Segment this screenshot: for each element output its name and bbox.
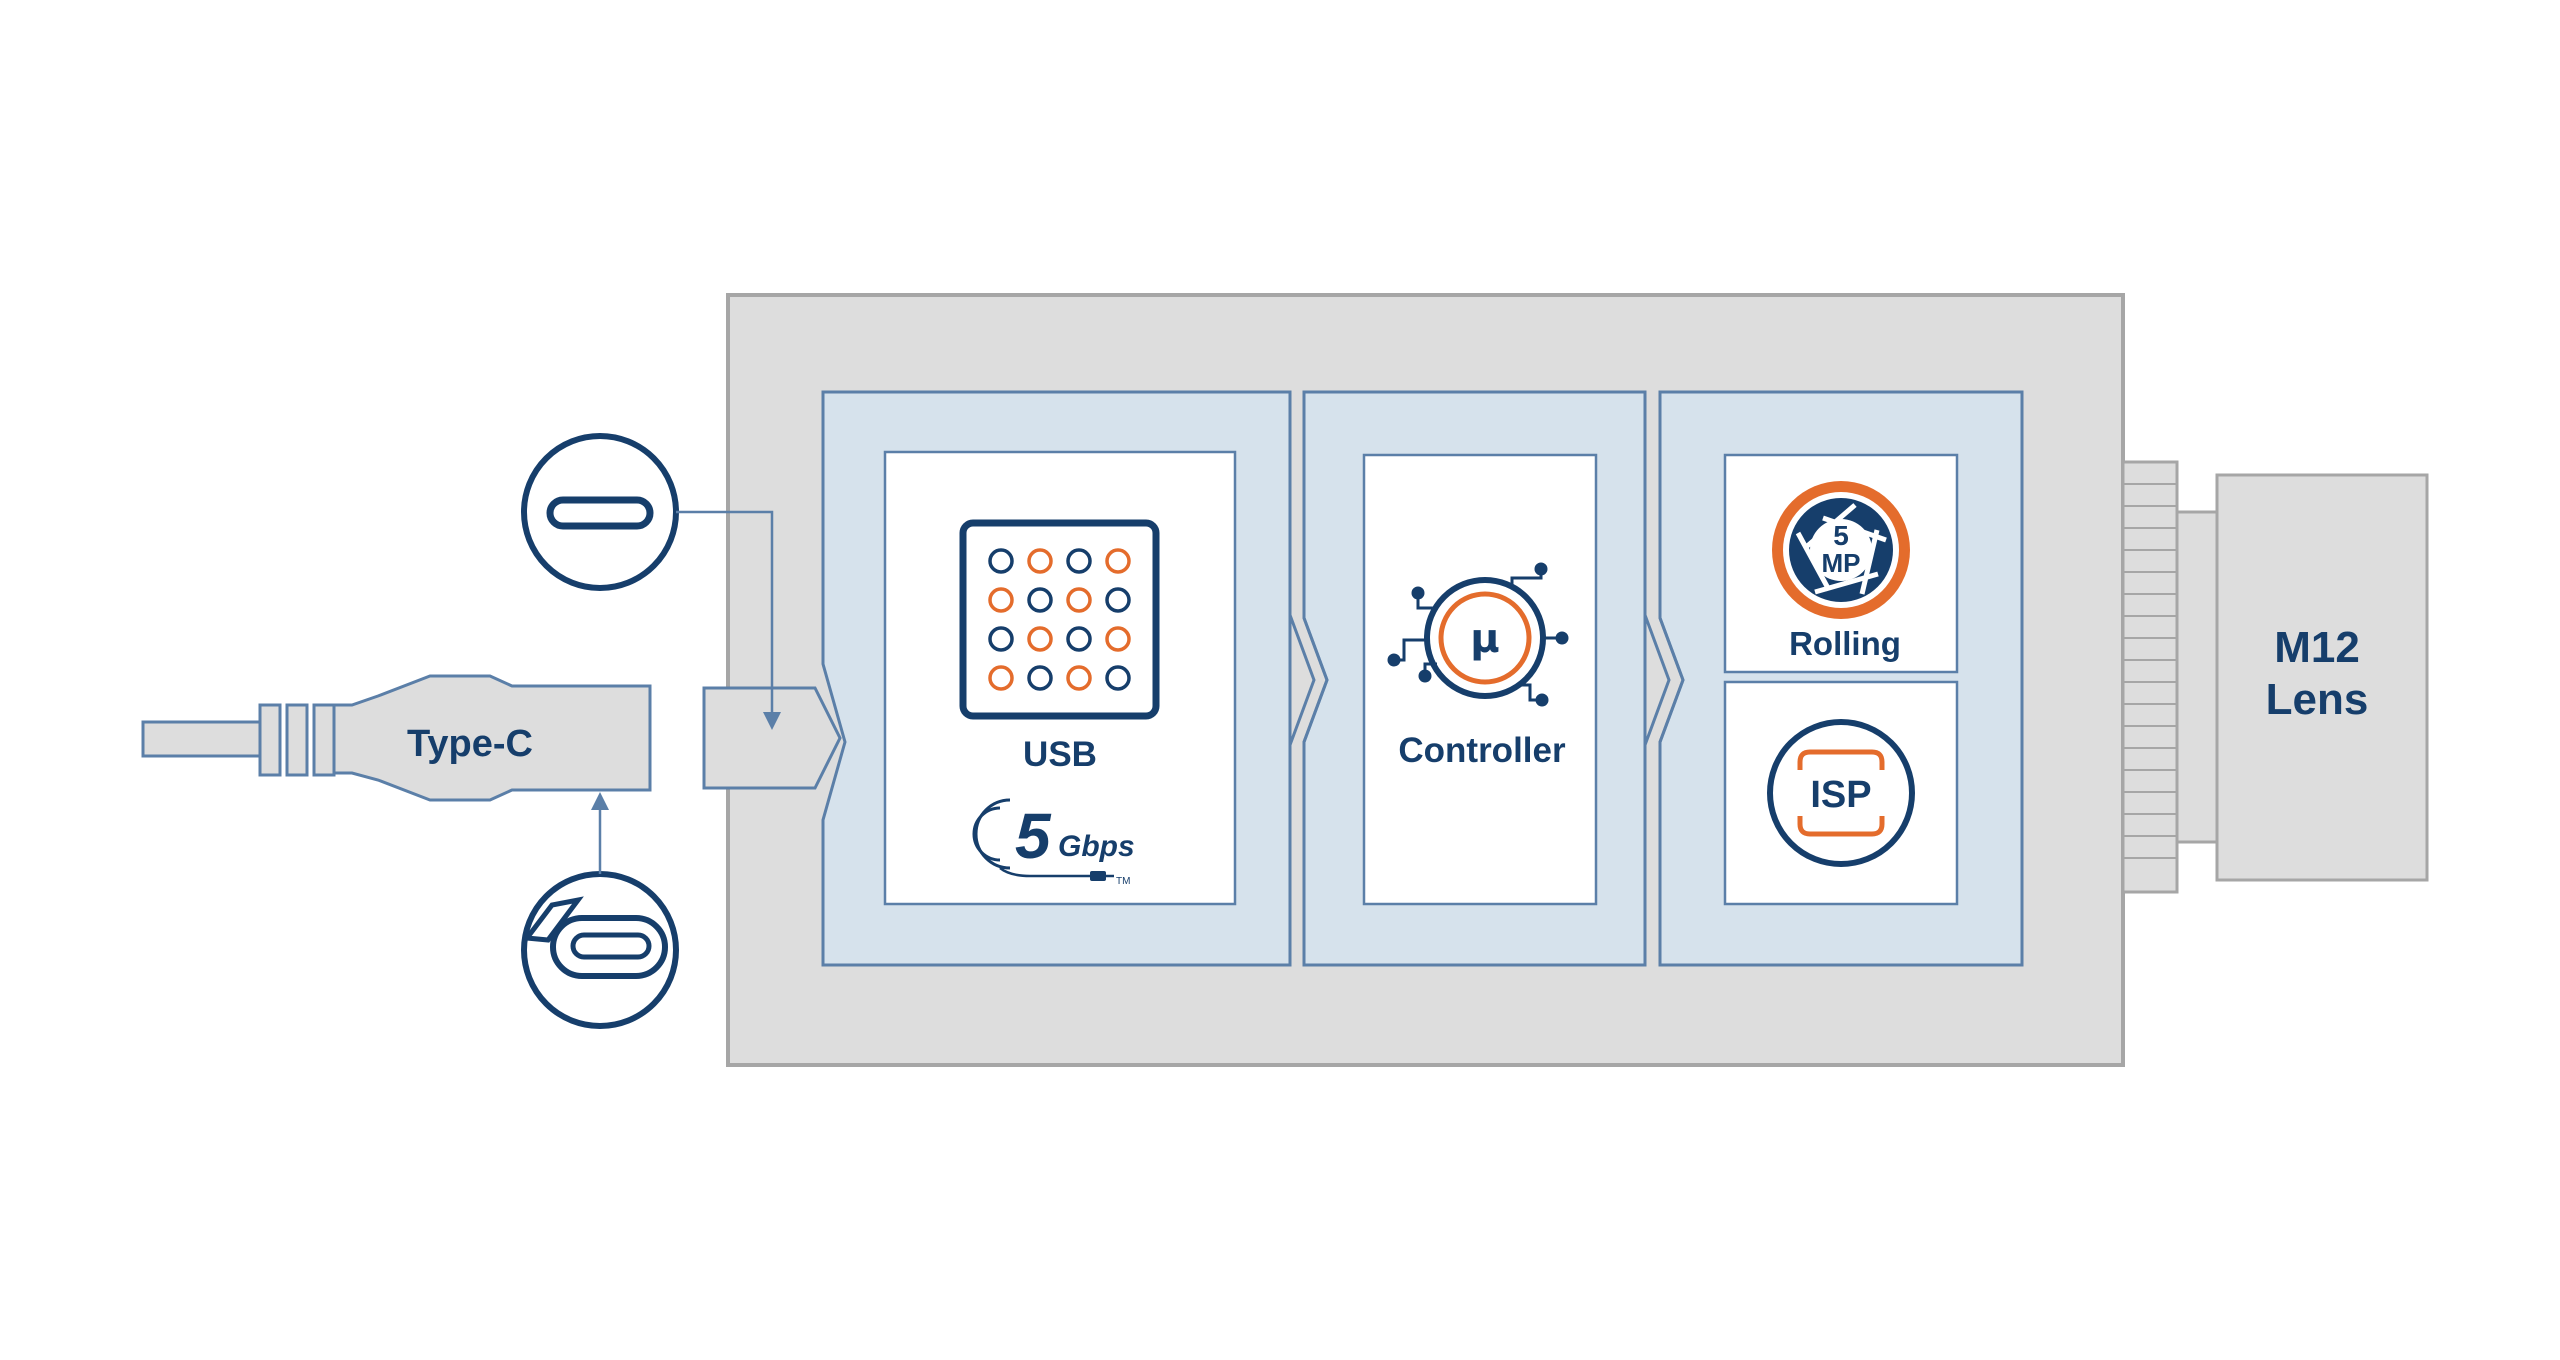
usb-5gbps-logo: 5 Gbps TM: [972, 798, 1135, 887]
flow-chevron-2: [1643, 614, 1685, 746]
lens-line2: Lens: [2266, 675, 2369, 724]
speed-unit: Gbps: [1058, 830, 1135, 863]
resolution-unit: MP: [1822, 548, 1861, 578]
resolution-number: 5: [1833, 520, 1849, 551]
usb-title: USB: [1023, 735, 1097, 774]
controller-title: Controller: [1398, 731, 1566, 770]
micro-symbol: μ: [1470, 616, 1499, 662]
trademark: TM: [1116, 876, 1130, 887]
type-c-label: Type-C: [407, 723, 533, 765]
port-connector-line: [676, 510, 781, 730]
microcontroller-icon: [1387, 562, 1569, 707]
speed-number: 5: [1015, 800, 1052, 872]
lens-thread: [2121, 460, 2219, 894]
usb-c-cable: [141, 674, 652, 802]
aperture-icon: [1772, 481, 1910, 619]
lens-body: [2215, 473, 2429, 882]
sensor-grid-icon: [959, 519, 1160, 720]
usb-c-receptacle: [702, 686, 842, 790]
isp-icon: [1767, 719, 1915, 867]
isp-label: ISP: [1810, 774, 1871, 816]
plug-connector-line: [591, 792, 609, 874]
usb-c-plug-icon: [521, 871, 679, 1029]
shutter-label: Rolling: [1789, 625, 1901, 662]
flow-chevron-1: [1288, 614, 1329, 746]
lens-line1: M12: [2274, 623, 2360, 672]
usb-c-port-icon: [521, 433, 679, 591]
